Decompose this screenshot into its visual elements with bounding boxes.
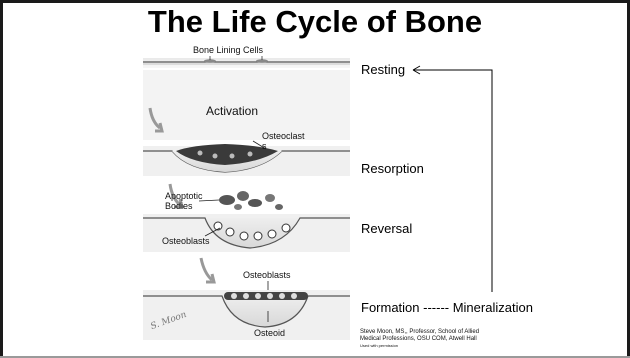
formation-bone-surface <box>143 281 350 340</box>
credit-line-2: Medical Professions, OSU COM, Atwell Hal… <box>360 336 479 343</box>
osteoblasts-formation-label: Osteoblasts <box>243 270 291 280</box>
credit-line-1: Steve Moon, MS,, Professor, School of Al… <box>360 329 479 336</box>
osteoclasts-label-line2: s <box>262 141 267 151</box>
stage-resorption: Resorption <box>361 161 424 176</box>
osteoblasts-reversal-label: Osteoblasts <box>162 236 210 246</box>
osteoid-label: Osteoid <box>254 328 285 338</box>
osteoclasts-label-line1: Osteoclast <box>262 131 305 141</box>
reversal-bone-surface <box>143 214 350 252</box>
apoptotic-bodies-label-line1: Apoptotic <box>165 191 203 201</box>
resorption-bone-surface <box>143 141 350 176</box>
bone-lining-cells-label: Bone Lining Cells <box>193 45 263 55</box>
activation-label: Activation <box>206 104 258 118</box>
credit-line-3: Used with permission <box>360 343 479 348</box>
image-credit: Steve Moon, MS,, Professor, School of Al… <box>360 329 479 348</box>
cycle-return-connector <box>414 70 492 292</box>
resting-bone-surface <box>143 56 350 68</box>
down-right-arrow-icon <box>201 258 214 282</box>
apoptotic-bodies <box>199 191 283 210</box>
stage-resting: Resting <box>361 62 405 77</box>
apoptotic-bodies-label-line2: Bodies <box>165 201 193 211</box>
stage-reversal: Reversal <box>361 221 412 236</box>
stage-formation-mineralization: Formation ------ Mineralization <box>361 300 533 315</box>
